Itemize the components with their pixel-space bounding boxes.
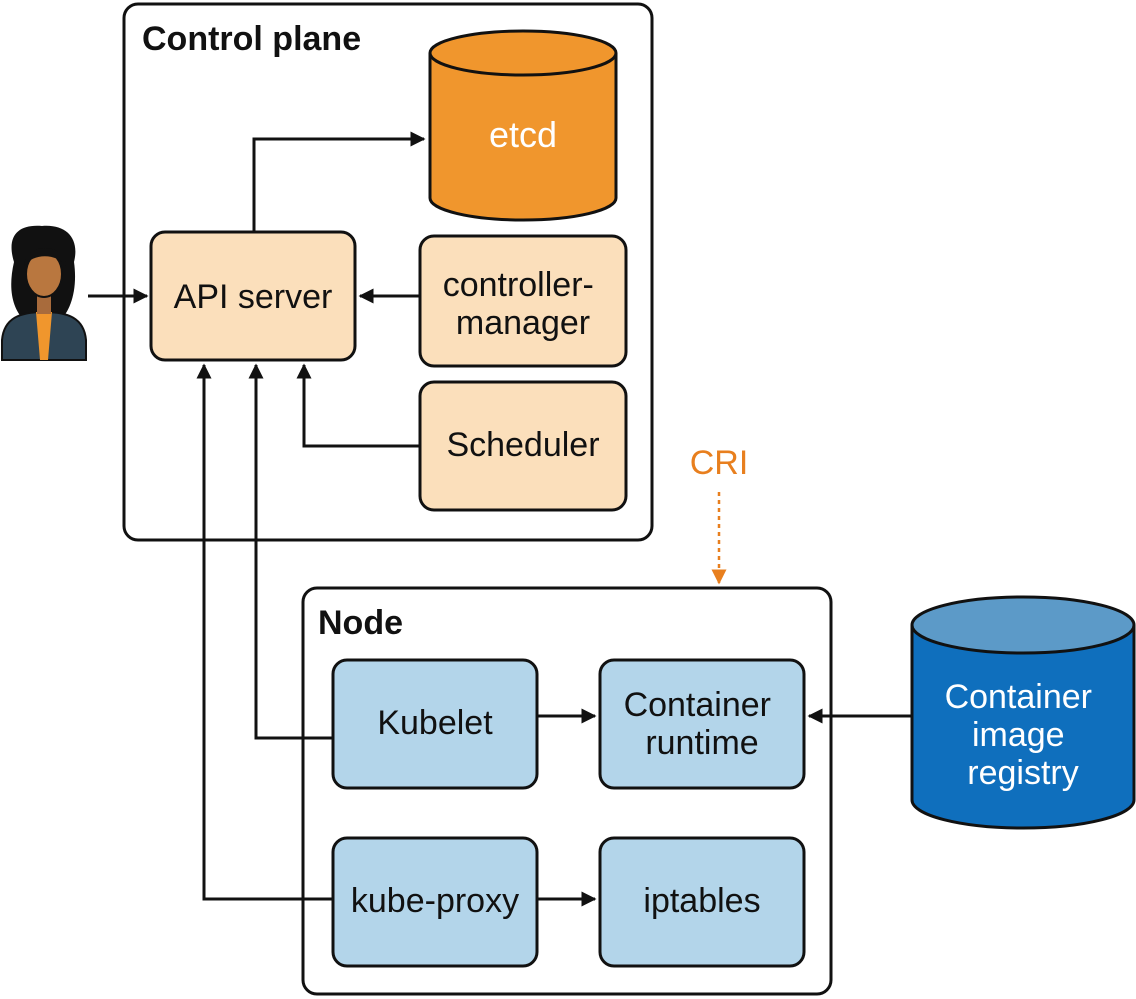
container-runtime-rect (598, 658, 806, 790)
node-group: Node Kubelet Container runtime kube-prox… (301, 586, 833, 996)
api-server-box: API server (149, 230, 357, 362)
node-title: Node (318, 604, 403, 642)
cri-annotation: CRI (690, 444, 749, 585)
kube-proxy-label: kube-proxy (351, 882, 519, 920)
kube-proxy-box: kube-proxy (331, 836, 539, 968)
registry-cylinder-top (910, 595, 1136, 655)
kube-proxy-rect (331, 836, 539, 968)
controller-manager-line-1: controller- (443, 266, 594, 304)
arrow-scheduler-to-api-server (296, 363, 420, 448)
controller-manager-label: controller- manager (443, 266, 604, 342)
kubelet-rect (331, 658, 539, 790)
api-server-label: API server (174, 278, 333, 316)
etcd-cylinder-body (428, 53, 618, 222)
user-neck (37, 296, 51, 314)
user-hair-front (24, 247, 66, 266)
controller-manager-box: controller- manager (418, 234, 628, 368)
control-plane-title: Control plane (142, 20, 361, 58)
iptables-box: iptables (598, 836, 806, 968)
etcd-cylinder-top (428, 29, 618, 77)
container-runtime-label: Container runtime (624, 686, 781, 762)
controller-manager-rect (418, 234, 628, 368)
arrow-kubelet-to-api-server (248, 363, 333, 740)
arrow-api-server-to-etcd (252, 131, 426, 232)
container-runtime-line-2: runtime (645, 724, 758, 762)
iptables-rect (598, 836, 806, 968)
kubelet-label: Kubelet (377, 704, 493, 742)
container-image-registry: Container image registry (910, 595, 1136, 830)
cri-label: CRI (690, 444, 749, 482)
registry-cylinder-body (910, 625, 1136, 830)
scheduler-label: Scheduler (446, 426, 599, 464)
container-runtime-box: Container runtime (598, 658, 806, 790)
etcd-label: etcd (489, 114, 557, 155)
etcd-database: etcd (428, 29, 618, 222)
arrow-kube-proxy-to-api-server (196, 363, 333, 901)
user-shirt (36, 312, 52, 360)
registry-line-3: registry (967, 754, 1078, 792)
registry-label: Container image registry (945, 678, 1102, 792)
connectors (88, 131, 912, 907)
controller-manager-line-2: manager (456, 304, 590, 342)
registry-line-1: Container (945, 678, 1092, 716)
iptables-label: iptables (643, 882, 760, 920)
container-runtime-line-1: Container (624, 686, 771, 724)
scheduler-box: Scheduler (418, 380, 628, 512)
user-icon (0, 225, 87, 361)
kubelet-box: Kubelet (331, 658, 539, 790)
registry-line-2: image (972, 716, 1065, 754)
